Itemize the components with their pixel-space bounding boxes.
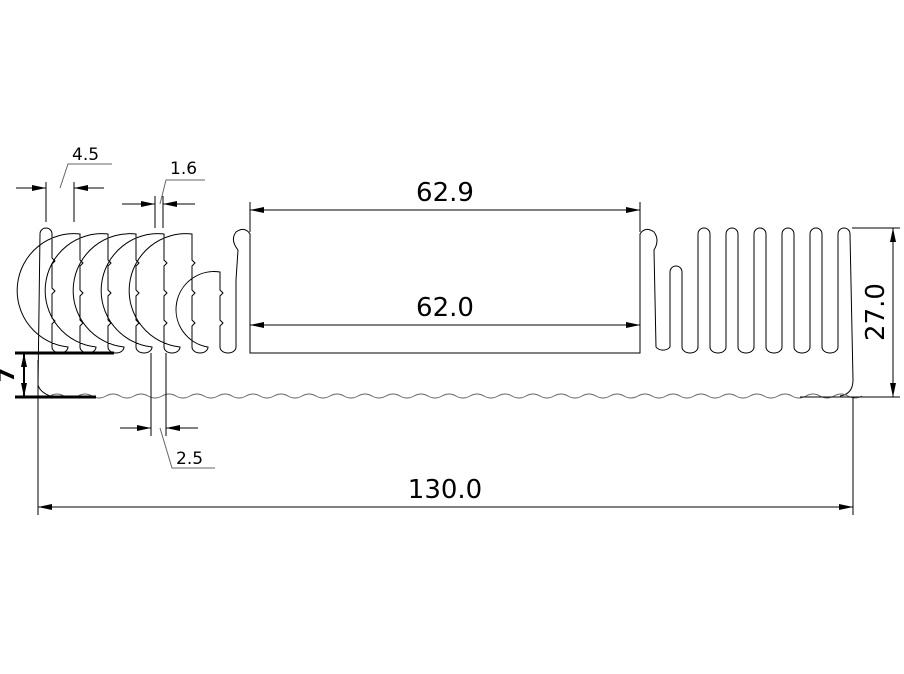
dimension-base-thickness: 7 xyxy=(0,351,114,399)
dimension-channel-top: 62.9 xyxy=(249,178,641,232)
dim-label-2-5: 2.5 xyxy=(176,449,203,469)
dim-label-7: 7 xyxy=(0,367,20,382)
dim-label-1-6: 1.6 xyxy=(170,159,197,179)
dim-label-62-0: 62.0 xyxy=(416,293,474,323)
dim-label-62-9: 62.9 xyxy=(416,178,474,208)
dim-label-27-0: 27.0 xyxy=(861,283,891,341)
dimension-channel-bottom: 62.0 xyxy=(250,293,640,328)
dim-label-130-0: 130.0 xyxy=(408,475,482,505)
dimension-width: 130.0 xyxy=(37,360,854,515)
base-bottom-edge xyxy=(49,393,863,399)
dimension-fin-pitch: 4.5 xyxy=(16,145,112,222)
dimension-fin-thickness: 1.6 xyxy=(122,159,205,228)
dim-label-4-5: 4.5 xyxy=(72,145,99,165)
dimension-root-gap: 2.5 xyxy=(120,353,215,469)
dimension-height: 27.0 xyxy=(800,227,900,398)
